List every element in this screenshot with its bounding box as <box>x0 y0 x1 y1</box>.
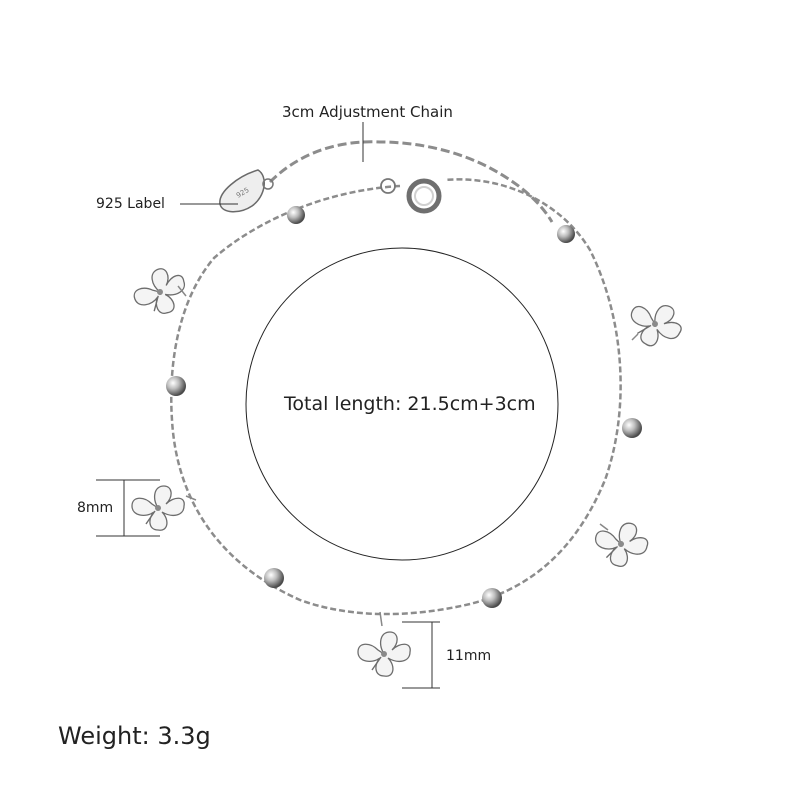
charm-height-label: 11mm <box>446 648 492 664</box>
bead <box>482 588 502 608</box>
info-circle <box>245 247 559 561</box>
beads <box>166 206 642 608</box>
clasp <box>380 178 442 214</box>
bead <box>622 418 642 438</box>
total-length-label: Total length: 21.5cm+3cm <box>284 393 536 415</box>
adjustment-chain <box>268 140 554 223</box>
bracelet-chain <box>170 178 622 616</box>
925-label-label: 925 Label <box>96 196 165 212</box>
bead <box>166 376 186 396</box>
925-tag: 925 <box>219 169 274 213</box>
bead <box>287 206 305 224</box>
annotation-lines <box>96 122 440 689</box>
bead <box>557 225 575 243</box>
clover-charms <box>127 261 689 677</box>
weight-label: Weight: 3.3g <box>58 722 211 750</box>
bead <box>264 568 284 588</box>
charm-width-label: 8mm <box>77 500 114 516</box>
adjustment-chain-label: 3cm Adjustment Chain <box>282 103 453 121</box>
